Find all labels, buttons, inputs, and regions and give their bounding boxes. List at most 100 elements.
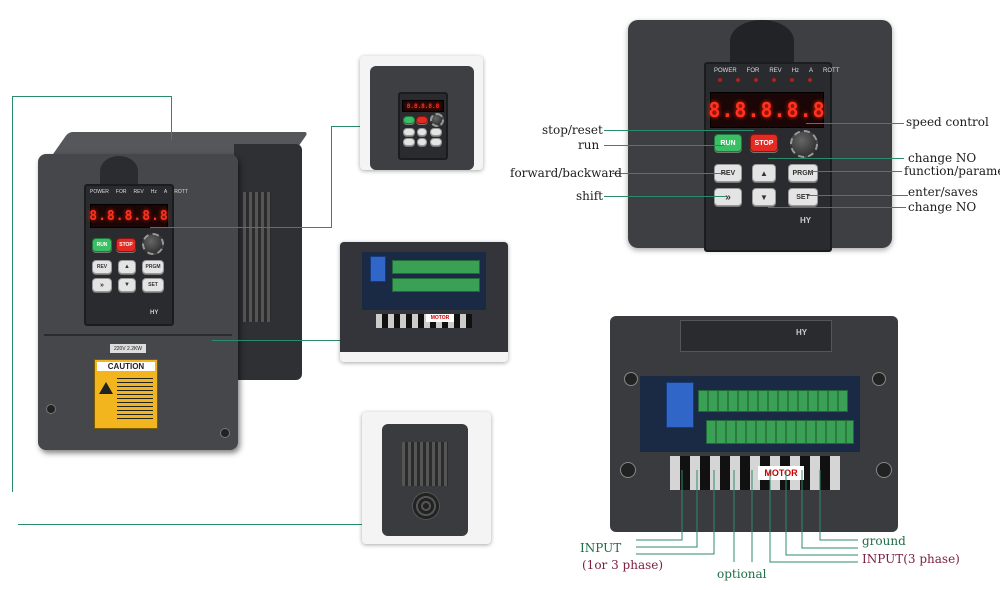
label-stop-reset: stop/reset xyxy=(542,123,603,137)
lead-motor-1 xyxy=(769,470,858,563)
main-run-button[interactable]: RUN xyxy=(92,238,112,252)
main-led-display: 8.8.8.8.8 xyxy=(89,204,168,228)
lead-ground xyxy=(819,470,858,541)
led-dot-5 xyxy=(790,78,794,82)
line-change-no-down xyxy=(768,207,906,208)
closeup-led-display: 8.8.8.8.8 xyxy=(708,92,825,128)
thumb-key-6[interactable] xyxy=(430,138,442,146)
label-function-param: function/paramet xyxy=(904,164,1000,178)
terminal-screw-tl xyxy=(624,372,638,386)
thumb-run-button[interactable] xyxy=(403,116,415,124)
thumb-key-3[interactable] xyxy=(430,128,442,136)
ind-hz: Hz xyxy=(150,189,157,195)
ind-for: FOR xyxy=(115,189,127,195)
label-run: run xyxy=(578,138,600,152)
ind-a: A xyxy=(163,189,168,195)
line-stop-reset xyxy=(604,130,754,131)
main-stop-button[interactable]: STOP xyxy=(116,238,136,252)
vfd-unit: POWER FOR REV Hz A ROTT 8.8.8.8.8 RUN ST… xyxy=(38,132,309,450)
led-dot-3 xyxy=(754,78,758,82)
caution-title: CAUTION xyxy=(97,362,155,371)
closeup-speed-knob[interactable] xyxy=(790,130,818,158)
bracket-top-v xyxy=(171,96,172,140)
closeup-set-button[interactable]: SET xyxy=(788,188,818,206)
closeup-run-button[interactable]: RUN xyxy=(714,134,742,152)
lead-motor-3 xyxy=(801,470,858,549)
thumb-key-4[interactable] xyxy=(403,138,415,146)
thumb-keypad-panel: 8.8.8.8.8 xyxy=(398,92,448,160)
screw-left xyxy=(46,404,56,414)
label-input-3phase: INPUT(3 phase) xyxy=(862,552,960,566)
caution-label: CAUTION xyxy=(94,359,158,429)
bracket-keypad-v xyxy=(331,126,332,228)
label-enter-saves: enter/saves xyxy=(908,185,978,199)
led-dot-6 xyxy=(808,78,812,82)
closeup-shift-button[interactable]: » xyxy=(714,188,742,206)
led-dot-1 xyxy=(718,78,722,82)
terminal-closeup: HY MOTOR xyxy=(610,316,898,532)
lead-input-2 xyxy=(636,470,698,548)
closeup-arch xyxy=(730,20,794,62)
thumb-keypad: 8.8.8.8.8 xyxy=(360,56,483,170)
thumb-bottom xyxy=(362,412,491,544)
closeup-ind-rott: ROTT xyxy=(823,68,840,74)
label-speed-control: speed control xyxy=(906,115,989,129)
thumb-knob[interactable] xyxy=(430,113,444,127)
thumb-stop-button[interactable] xyxy=(416,116,428,124)
bracket-keypad-to-thumb xyxy=(331,126,369,127)
main-prgm-button[interactable]: PRGM xyxy=(142,260,164,274)
line-forward-backward xyxy=(612,173,726,174)
closeup-down-button[interactable]: ▼ xyxy=(752,188,776,206)
vfd-front-face: POWER FOR REV Hz A ROTT 8.8.8.8.8 RUN ST… xyxy=(38,154,238,450)
thumb-key-2[interactable] xyxy=(417,128,427,136)
closeup-ind-hz: Hz xyxy=(791,68,800,74)
lead-input-3 xyxy=(636,470,715,555)
vfd-front-arch xyxy=(100,156,138,186)
lead-motor-2 xyxy=(785,470,858,556)
line-function xyxy=(810,171,902,172)
caution-text-lines xyxy=(117,378,153,422)
ind-rott: ROTT xyxy=(174,189,188,195)
thumb-key-1[interactable] xyxy=(403,128,415,136)
keypad-closeup: POWER FOR REV Hz A ROTT 8.8.8.8.8 RUN ST… xyxy=(628,20,892,252)
closeup-ind-rev: REV xyxy=(769,68,782,74)
main-keypad: POWER FOR REV Hz A ROTT 8.8.8.8.8 RUN ST… xyxy=(84,184,188,326)
terminal-relay xyxy=(666,382,694,428)
closeup-up-button[interactable]: ▲ xyxy=(752,164,776,182)
thumb-terminal-row-bottom xyxy=(392,278,480,292)
warning-icon xyxy=(99,382,113,394)
main-rev-button[interactable]: REV xyxy=(92,260,112,274)
led-dot-4 xyxy=(772,78,776,82)
main-down-button[interactable]: ▼ xyxy=(118,278,136,292)
label-change-no-down: change NO xyxy=(908,200,977,214)
main-indicator-row: POWER FOR REV Hz A ROTT xyxy=(90,189,188,195)
closeup-ind-for: FOR xyxy=(746,68,760,74)
ind-power: POWER xyxy=(90,189,109,195)
bracket-top-h xyxy=(12,96,172,97)
main-set-button[interactable]: SET xyxy=(142,278,164,292)
line-change-no-up xyxy=(768,158,904,159)
vfd-side-vent xyxy=(243,192,271,322)
label-ground: ground xyxy=(862,534,906,548)
thumb-bottom-vent xyxy=(402,442,448,486)
main-speed-knob[interactable] xyxy=(142,233,164,255)
bracket-bottom-h xyxy=(18,524,368,525)
closeup-ind-a: A xyxy=(809,68,814,74)
main-brand-label: HY xyxy=(150,310,159,316)
main-shift-button[interactable]: » xyxy=(92,278,112,292)
label-change-no-up: change NO xyxy=(908,151,977,165)
bracket-left-v xyxy=(12,96,13,492)
closeup-stop-button[interactable]: STOP xyxy=(750,134,778,152)
main-up-button[interactable]: ▲ xyxy=(118,260,136,274)
thumb-motor-label: MOTOR xyxy=(426,314,454,322)
thumb-led-display: 8.8.8.8.8 xyxy=(402,100,444,112)
terminal-cover-window xyxy=(680,320,832,352)
terminal-strip-bottom xyxy=(706,420,854,444)
power-terminal-block xyxy=(670,456,840,490)
closeup-prgm-button[interactable]: PRGM xyxy=(788,164,818,182)
label-forward-backward: forward/backward xyxy=(510,166,622,180)
screw-right xyxy=(220,428,230,438)
thumb-key-5[interactable] xyxy=(417,138,427,146)
thumb-relay xyxy=(370,256,386,282)
fan-icon xyxy=(412,492,440,520)
